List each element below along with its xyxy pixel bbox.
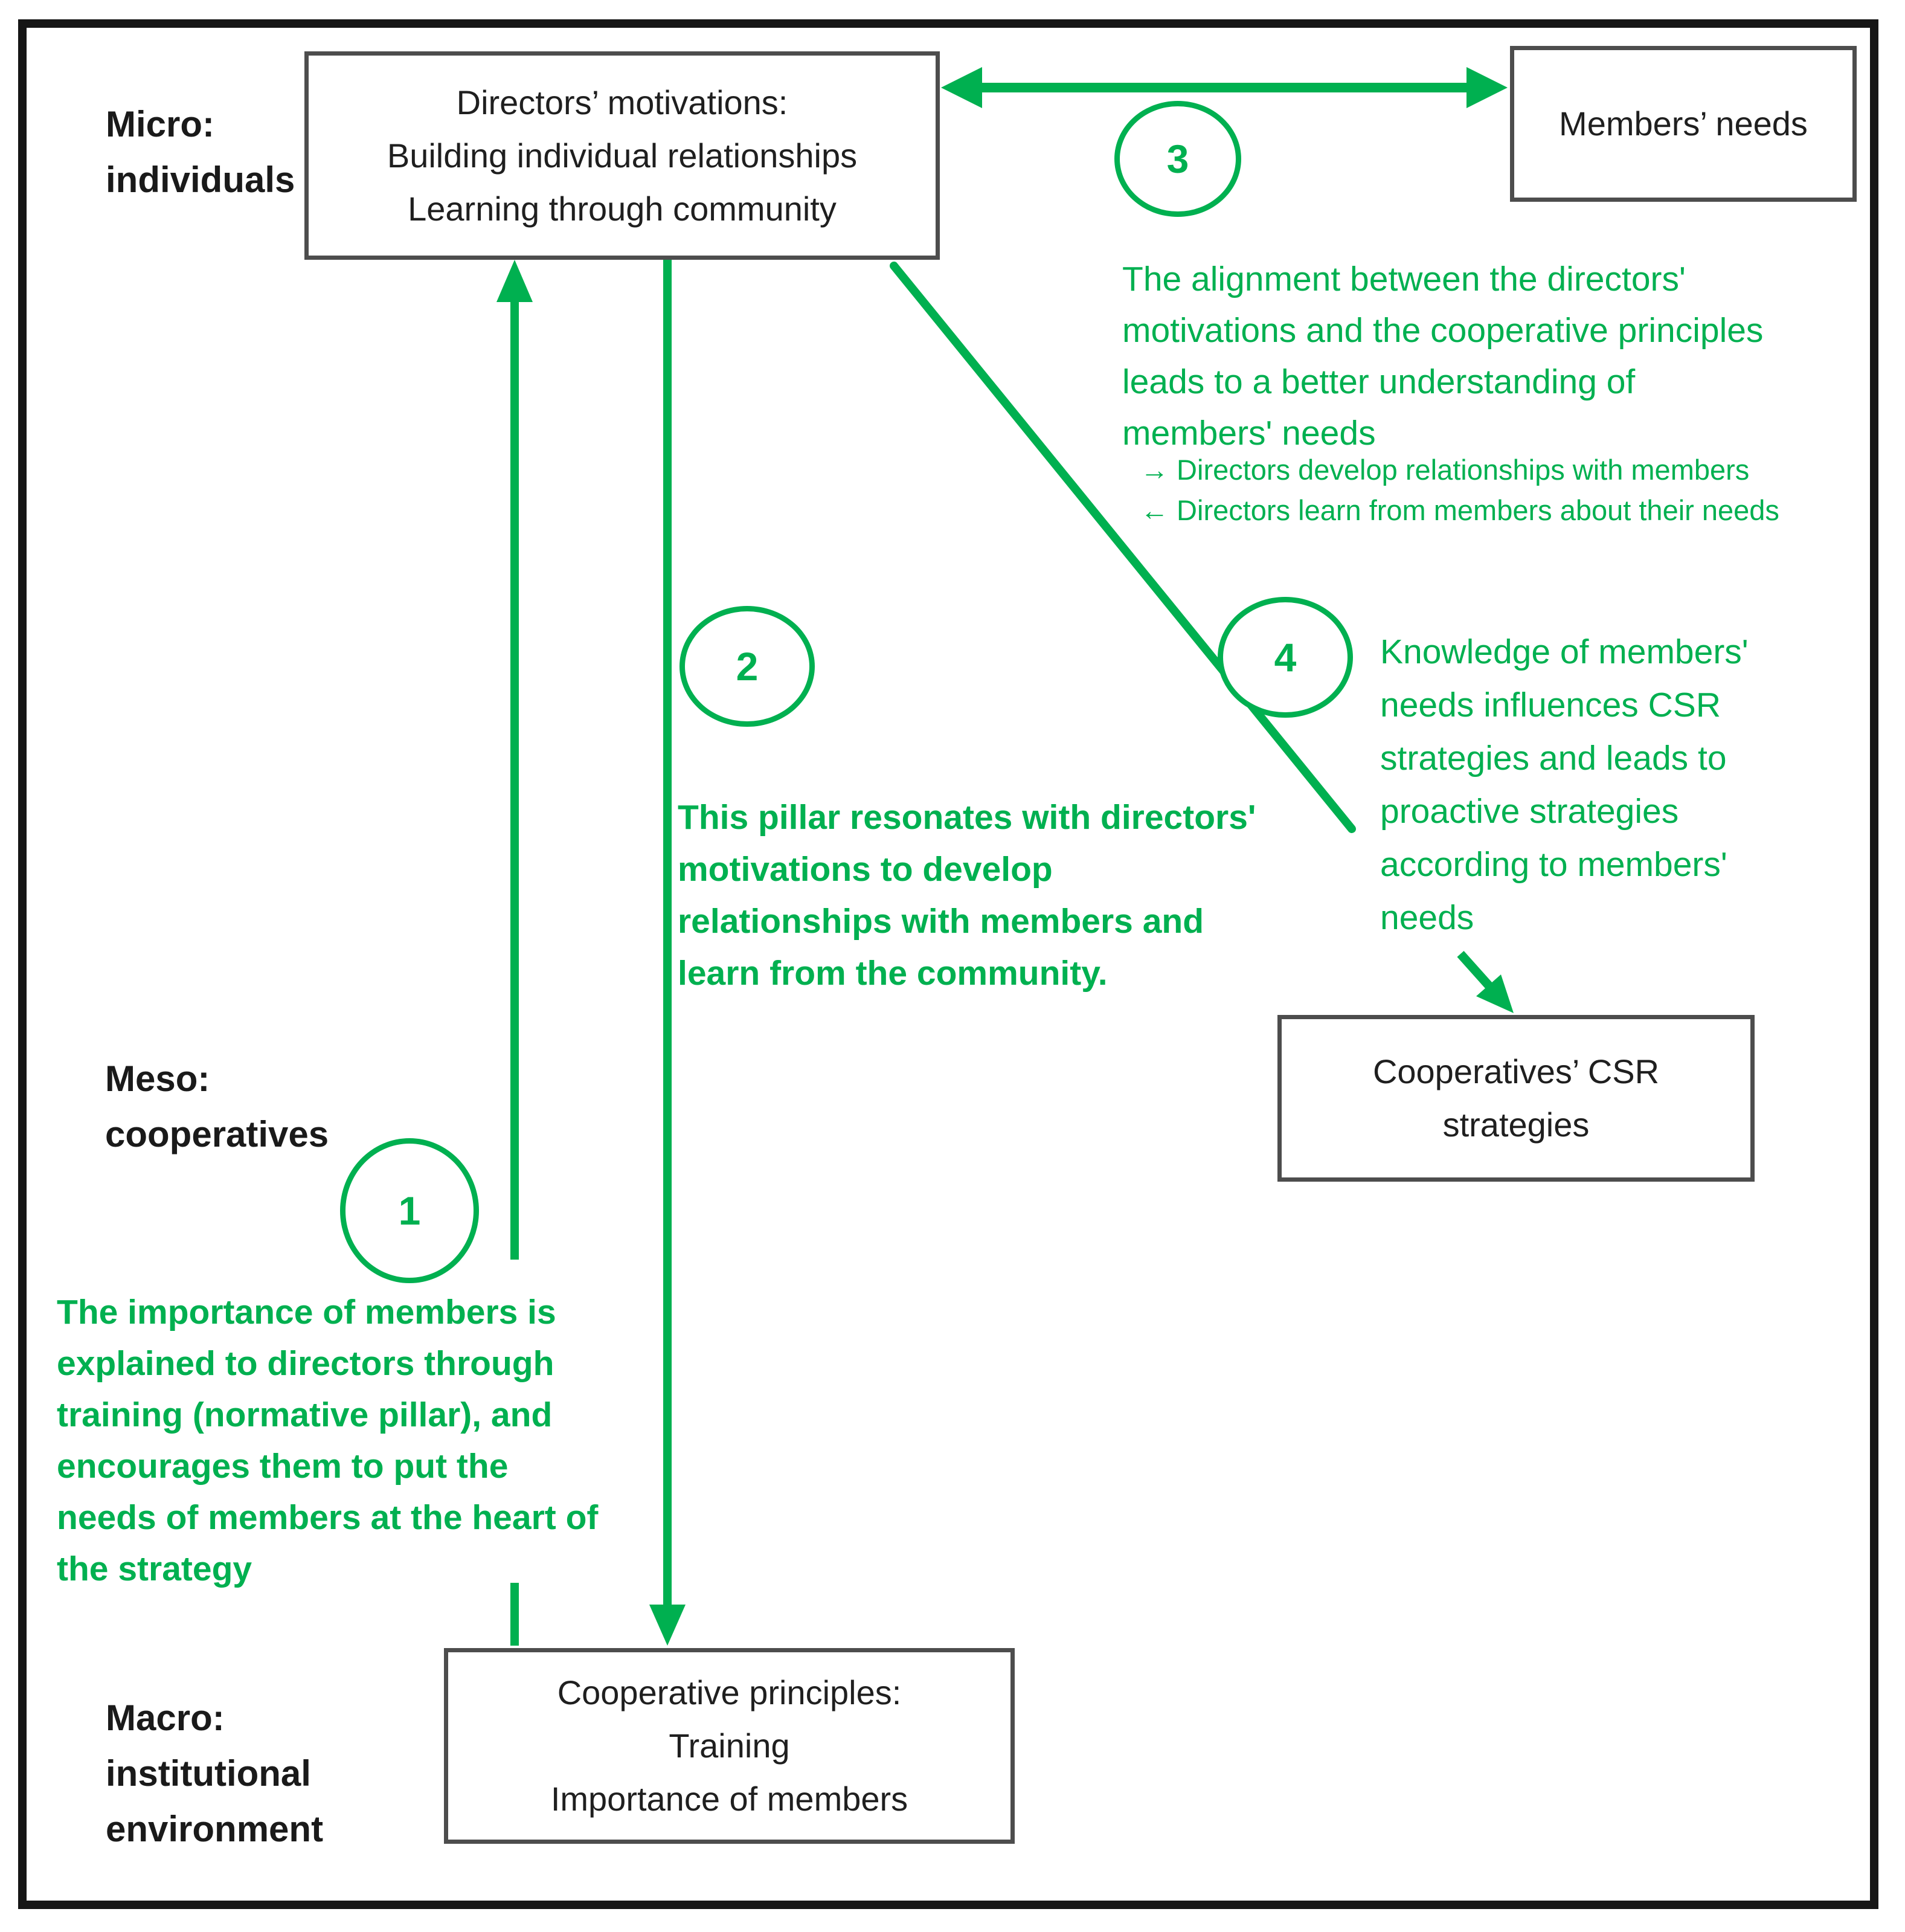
annotation-text-line: members' needs xyxy=(1122,414,1376,452)
annotation-text-line: The importance of members is xyxy=(57,1293,556,1331)
figure-outer-border xyxy=(18,19,1878,1909)
box-text-line: Cooperative principles: xyxy=(557,1673,902,1711)
annotation-text-line: learn from the community. xyxy=(678,954,1108,993)
diagonal-line xyxy=(890,262,1356,833)
annotation-text-line: needs xyxy=(1380,898,1474,937)
level-label-line: institutional xyxy=(106,1753,311,1794)
level-label-line: individuals xyxy=(106,159,295,200)
annotation-text-line: motivations to develop xyxy=(678,850,1053,889)
annotation-text-line: The alignment between the directors' xyxy=(1122,260,1686,298)
box-text-line: Members’ needs xyxy=(1559,105,1808,143)
down-arrow-line xyxy=(663,260,672,1609)
annotation-text-line: needs of members at the heart of xyxy=(57,1498,599,1537)
annotation-text-line: strategies and leads to xyxy=(1380,739,1727,778)
relationship-4-connector xyxy=(890,262,1514,1013)
short-arrow-line xyxy=(1457,950,1495,992)
annotation-text-line: leads to a better understanding of xyxy=(1122,362,1636,401)
annotation-2-number: 2 xyxy=(736,644,759,689)
annotation-text-line: relationships with members and xyxy=(678,902,1204,941)
relationship-1-up-arrow xyxy=(496,260,533,1646)
box-text-line: Building individual relationships xyxy=(387,136,858,175)
annotation-3-circle: 3 xyxy=(1114,101,1241,217)
annotation-text-line: Knowledge of members' xyxy=(1380,633,1749,671)
annotation-text-line: training (normative pillar), and xyxy=(57,1396,553,1434)
cooperative-principles-box: Cooperative principles: Training Importa… xyxy=(444,1648,1015,1844)
annotation-text-line: proactive strategies xyxy=(1380,792,1679,831)
annotation-4-number: 4 xyxy=(1274,635,1297,680)
directors-motivations-box: Directors’ motivations: Building individ… xyxy=(304,51,940,260)
short-arrowhead-icon xyxy=(1476,974,1514,1013)
box-text-line: Training xyxy=(669,1727,790,1765)
relationship-2-down-arrow xyxy=(649,260,686,1646)
annotation-subpoint-line: ← Directors learn from members about the… xyxy=(1140,494,1779,526)
annotation-3-number: 3 xyxy=(1166,137,1189,181)
annotation-3-text: The alignment between the directors' mot… xyxy=(1122,254,1763,459)
level-label-micro: Micro: individuals xyxy=(106,97,295,208)
annotation-text-line: This pillar resonates with directors' xyxy=(678,798,1256,837)
box-text-line: Directors’ motivations: xyxy=(456,83,788,121)
annotation-1-text: The importance of members is explained t… xyxy=(57,1287,598,1595)
annotation-2-text: This pillar resonates with directors' mo… xyxy=(678,791,1256,999)
level-label-line: Micro: xyxy=(106,104,214,144)
box-text-line: Cooperatives’ CSR xyxy=(1372,1052,1660,1090)
annotation-text-line: motivations and the cooperative principl… xyxy=(1122,311,1764,350)
box-text-line: Learning through community xyxy=(408,189,837,228)
annotation-1-circle: 1 xyxy=(340,1138,479,1283)
level-label-line: environment xyxy=(106,1809,324,1849)
annotation-text-line: the strategy xyxy=(57,1550,252,1588)
relationship-3-double-arrow xyxy=(941,67,1508,108)
annotation-text-line: encourages them to put the xyxy=(57,1447,509,1486)
annotation-text-line: needs influences CSR xyxy=(1380,686,1721,724)
box-text-line: strategies xyxy=(1442,1106,1590,1144)
up-arrow-line-lower-segment xyxy=(510,1583,519,1646)
annotation-subpoint-line: → Directors develop relationships with m… xyxy=(1140,454,1750,486)
annotation-2-circle: 2 xyxy=(679,606,815,727)
level-label-line: cooperatives xyxy=(105,1114,329,1154)
csr-strategies-box: Cooperatives’ CSR strategies xyxy=(1277,1015,1755,1182)
left-arrowhead-icon xyxy=(941,67,982,108)
double-arrow-line xyxy=(976,83,1473,92)
box-text-line: Importance of members xyxy=(550,1780,908,1818)
annotation-3-subpoints: → Directors develop relationships with m… xyxy=(1140,449,1779,530)
level-label-line: Meso: xyxy=(105,1058,210,1099)
level-label-macro: Macro: institutional environment xyxy=(106,1690,323,1857)
members-needs-box: Members’ needs xyxy=(1510,46,1857,202)
annotation-4-text: Knowledge of members' needs influences C… xyxy=(1380,625,1749,944)
annotation-1-number: 1 xyxy=(398,1188,421,1233)
down-arrowhead-icon xyxy=(649,1605,686,1646)
annotation-text-line: according to members' xyxy=(1380,845,1727,884)
level-label-line: Macro: xyxy=(106,1698,225,1738)
up-arrowhead-icon xyxy=(496,260,533,302)
level-label-meso: Meso: cooperatives xyxy=(105,1051,329,1162)
right-arrowhead-icon xyxy=(1466,67,1508,108)
annotation-text-line: explained to directors through xyxy=(57,1344,554,1383)
up-arrow-line-upper-segment xyxy=(510,298,519,1260)
annotation-4-circle: 4 xyxy=(1218,597,1353,718)
